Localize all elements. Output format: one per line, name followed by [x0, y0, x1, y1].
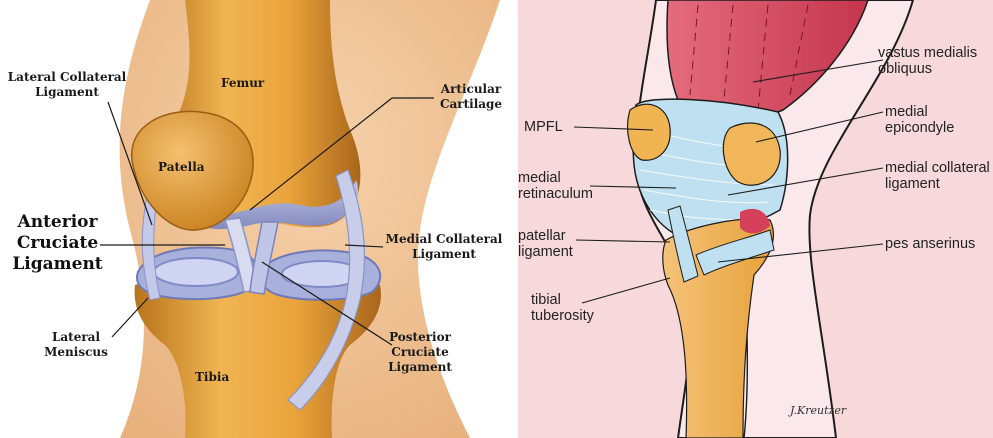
label-patella: Patella — [158, 160, 205, 175]
label-femur: Femur — [221, 76, 264, 91]
label-pes-anserinus: pes anserinus — [885, 236, 975, 252]
label-lateral-meniscus: Lateral Meniscus — [38, 330, 114, 360]
label-medial-epicondyle: medial epicondyle — [885, 104, 954, 136]
medial-knee-diagram: vastus medialis obliquus MPFL medial epi… — [518, 0, 993, 438]
label-anterior-cruciate-ligament: Anterior Cruciate Ligament — [10, 212, 105, 275]
label-medial-collateral-ligament-right: medial collateral ligament — [885, 160, 990, 192]
artist-signature: J.Kreutzer — [790, 404, 846, 417]
label-patellar-ligament: patellar ligament — [518, 228, 573, 260]
knee-joint-diagram: Lateral Collateral Ligament Femur Articu… — [0, 0, 515, 438]
label-tibial-tuberosity: tibial tuberosity — [531, 292, 594, 324]
label-posterior-cruciate-ligament: Posterior Cruciate Ligament — [384, 330, 456, 375]
label-tibia: Tibia — [195, 370, 229, 385]
label-vastus-medialis-obliquus: vastus medialis obliquus — [878, 45, 977, 77]
label-medial-collateral-ligament: Medial Collateral Ligament — [381, 232, 507, 262]
label-lateral-collateral-ligament: Lateral Collateral Ligament — [6, 70, 128, 100]
label-medial-retinaculum: medial retinaculum — [518, 170, 593, 202]
label-articular-cartilage: Articular Cartilage — [430, 82, 512, 112]
label-mpfl: MPFL — [524, 119, 563, 135]
